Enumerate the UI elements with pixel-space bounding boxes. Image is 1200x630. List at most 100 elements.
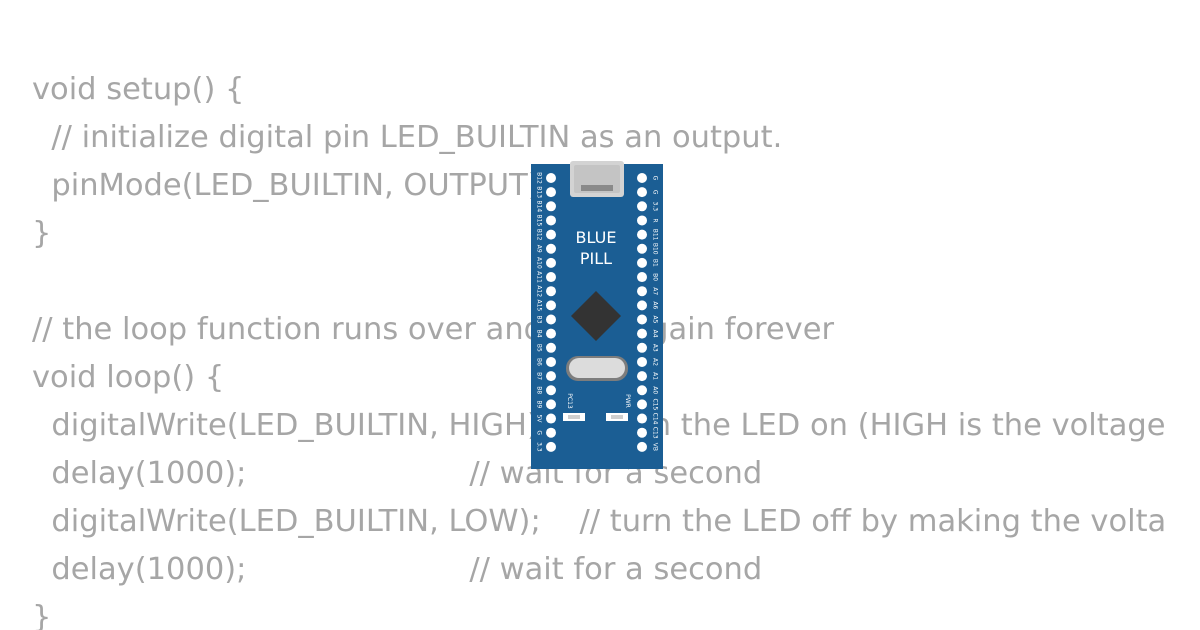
pin-label: B1 [652, 259, 659, 267]
code-line: pinMode(LED_BUILTIN, OUTPUT); [32, 168, 550, 203]
pin-right_pins-11[interactable] [637, 328, 647, 339]
blue-pill-board-graphic: BLUE PILL PC13 PWR B12B13B14B15B12A9A10A… [531, 161, 663, 469]
pin-label: B7 [536, 372, 543, 380]
pin-label: A4 [652, 330, 659, 338]
pin-label: VB [652, 443, 659, 451]
pin-label: B8 [536, 386, 543, 394]
pin-left_pins-14[interactable] [546, 371, 556, 382]
pin-left_pins-8[interactable] [546, 286, 556, 297]
pin-label: B10 [652, 243, 659, 255]
pin-label: A2 [652, 358, 659, 366]
pin-label: B15 [536, 215, 543, 227]
pin-right_pins-2[interactable] [637, 201, 647, 212]
pin-label: C13 [652, 427, 659, 439]
pin-label: A10 [536, 257, 543, 269]
pin-right_pins-13[interactable] [637, 356, 647, 367]
pin-label: B9 [536, 400, 543, 408]
pin-label: A12 [536, 285, 543, 297]
crystal-oscillator [566, 356, 628, 381]
pin-right_pins-18[interactable] [637, 427, 647, 438]
pin-right_pins-5[interactable] [637, 243, 647, 254]
pwr-label: PWR [624, 394, 631, 408]
pin-label: B13 [536, 186, 543, 198]
pin-label: A7 [652, 287, 659, 295]
pin-label: B3 [536, 316, 543, 324]
pin-right_pins-16[interactable] [637, 399, 647, 410]
pin-left_pins-18[interactable] [546, 427, 556, 438]
pin-left_pins-0[interactable] [546, 173, 556, 183]
pin-left_pins-17[interactable] [546, 413, 556, 424]
pin-label: B12 [536, 172, 543, 184]
pin-right_pins-17[interactable] [637, 413, 647, 424]
pin-label: G [652, 176, 659, 181]
pin-left_pins-2[interactable] [546, 201, 556, 212]
pin-right_pins-9[interactable] [637, 300, 647, 311]
pin-left_pins-5[interactable] [546, 243, 556, 254]
code-line: } [32, 600, 52, 630]
code-line: // initialize digital pin LED_BUILTIN as… [32, 120, 783, 155]
pin-label: A5 [652, 316, 659, 324]
pc13-label: PC13 [566, 393, 573, 409]
pin-left_pins-7[interactable] [546, 272, 556, 283]
pin-label: A3 [652, 344, 659, 352]
pin-left_pins-3[interactable] [546, 215, 556, 226]
pwr-led [606, 413, 628, 421]
pin-label: R [652, 218, 659, 222]
pc13-led [563, 413, 585, 421]
pin-label: G [652, 190, 659, 195]
pin-label: B0 [652, 273, 659, 281]
pin-right_pins-7[interactable] [637, 272, 647, 283]
pin-label: B5 [536, 344, 543, 352]
pin-label: A9 [536, 245, 543, 253]
pin-left_pins-6[interactable] [546, 257, 556, 268]
pin-label: A6 [652, 301, 659, 309]
pin-right_pins-6[interactable] [637, 257, 647, 268]
pin-right_pins-14[interactable] [637, 371, 647, 382]
pin-label: A15 [536, 299, 543, 311]
pin-label: C15 [652, 398, 659, 410]
pin-left_pins-4[interactable] [546, 229, 556, 240]
pin-left_pins-10[interactable] [546, 314, 556, 325]
pin-right_pins-8[interactable] [637, 286, 647, 297]
pin-left_pins-9[interactable] [546, 300, 556, 311]
usb-connector [570, 161, 624, 197]
pin-label: A11 [536, 271, 543, 283]
pin-right_pins-12[interactable] [637, 342, 647, 353]
pin-label: B14 [536, 200, 543, 212]
board-name-line1: BLUE [576, 228, 617, 247]
pin-left_pins-11[interactable] [546, 328, 556, 339]
pin-label: A1 [652, 372, 659, 380]
pin-left_pins-12[interactable] [546, 342, 556, 353]
pin-right_pins-1[interactable] [637, 187, 647, 198]
left-pin-header: B12B13B14B15B12A9A10A11A12A15B3B4B5B6B7B… [536, 172, 556, 452]
code-line: void loop() { [32, 360, 225, 395]
pin-label: G [536, 430, 543, 435]
pin-label: A0 [652, 386, 659, 394]
pin-right_pins-3[interactable] [637, 215, 647, 226]
pin-left_pins-15[interactable] [546, 385, 556, 396]
pin-label: 3.3 [536, 442, 543, 452]
code-line: delay(1000); // wait for a second [32, 552, 763, 587]
pin-label: B4 [536, 330, 543, 338]
pin-label: 5V [536, 415, 543, 424]
pin-label: 3.3 [652, 202, 659, 212]
pin-left_pins-1[interactable] [546, 187, 556, 198]
pin-right_pins-19[interactable] [637, 441, 647, 452]
pin-right_pins-15[interactable] [637, 385, 647, 396]
pin-left_pins-19[interactable] [546, 441, 556, 452]
pin-left_pins-16[interactable] [546, 399, 556, 410]
board-name-line2: PILL [580, 249, 612, 268]
pin-label: B6 [536, 358, 543, 366]
code-editor-background: void setup() { // initialize digital pin… [32, 66, 1166, 630]
right-pin-header: G G 3.3R B11B10B1B0A7A6A5A4A3A2A1A0C15C14C1… [637, 173, 659, 452]
pin-left_pins-13[interactable] [546, 356, 556, 367]
code-line: } [32, 216, 52, 251]
pin-right_pins-4[interactable] [637, 229, 647, 240]
microcontroller-chip [571, 291, 621, 341]
pin-label: C14 [652, 413, 659, 425]
pin-label: B12 [536, 229, 543, 241]
pin-label: B11 [652, 229, 659, 241]
pin-right_pins-0[interactable] [637, 173, 647, 183]
pin-right_pins-10[interactable] [637, 314, 647, 325]
